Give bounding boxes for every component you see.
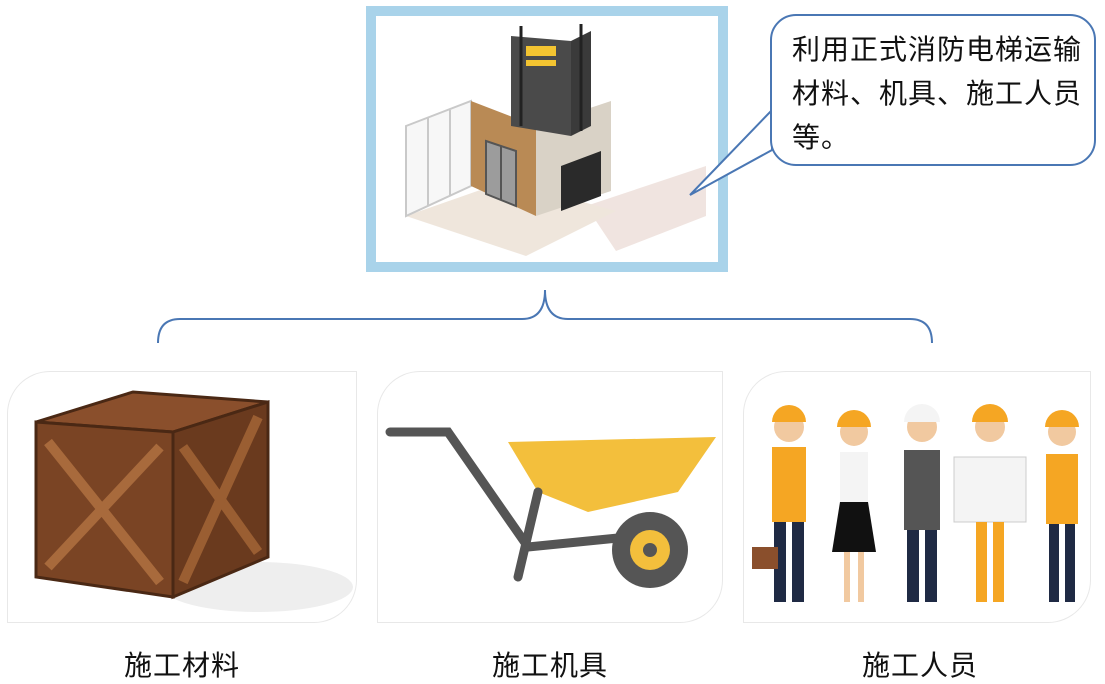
elevator-room-illustration — [405, 24, 706, 256]
wheelbarrow-icon — [385, 427, 716, 588]
connector-brace — [157, 289, 933, 344]
card-materials — [8, 372, 356, 622]
label-tools: 施工机具 — [491, 649, 608, 682]
callout-text: 利用正式消防电梯运输材料、机具、施工人员等。 — [792, 33, 1083, 154]
callout-bubble — [770, 14, 1096, 166]
card-tools — [378, 372, 722, 622]
label-workers: 施工人员 — [861, 649, 978, 682]
elevator-illustration-frame — [366, 6, 728, 272]
construction-workers-icon — [752, 404, 1079, 602]
card-workers — [744, 372, 1090, 622]
label-materials: 施工材料 — [123, 649, 240, 682]
callout-tail — [689, 110, 773, 196]
wooden-crate-icon — [34, 390, 353, 612]
